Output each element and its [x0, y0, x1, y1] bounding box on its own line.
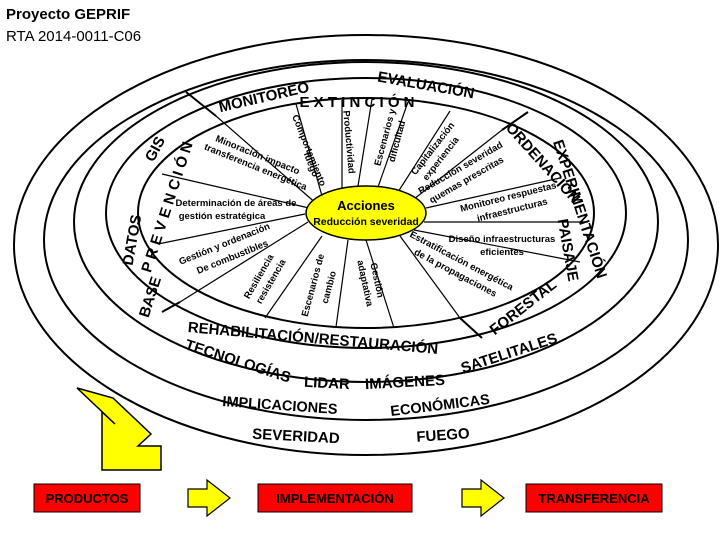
segment-diseno-2: eficientes: [480, 247, 524, 258]
label-experimentacion: EXPERIMENTACIÓN: [549, 137, 611, 280]
center-subtitle: Reducción severidad: [313, 216, 419, 228]
center-title: Acciones: [337, 198, 395, 213]
ring-tecnologias: [73, 61, 659, 383]
arrow-right-icon: [187, 478, 231, 518]
box-transferencia: [525, 483, 663, 513]
ring-severidad: [13, 34, 719, 456]
project-code: RTA 2014-0011-C06: [6, 28, 142, 45]
label-satelitales: SATELITALES: [459, 330, 560, 377]
label-transferencia: TRANSFERENCIA: [538, 491, 650, 506]
divider-line: [161, 301, 181, 313]
segment-escenarios-cambio-2: cambio: [320, 270, 339, 305]
segment-diseno: Diseño infraestructuras: [449, 234, 556, 245]
box-productos: [33, 483, 141, 513]
segment-productividad: Productividad: [340, 110, 356, 174]
label-productos: PRODUCTOS: [46, 491, 129, 506]
label-extincion: E X T I N C I Ó N: [299, 93, 414, 111]
segment-comportamiento-2: fuego: [301, 151, 321, 179]
label-imagenes: IMÁGENES: [365, 372, 446, 393]
divider-line: [185, 91, 217, 117]
label-fuego: FUEGO: [416, 425, 471, 446]
divider-line: [501, 111, 529, 131]
segment-determinacion: Determinación de áreas de: [176, 198, 297, 209]
ring-segments: [137, 97, 595, 329]
spokes: [157, 98, 588, 329]
label-base: BASE: [136, 275, 165, 320]
arrow-down-left-icon: [76, 387, 162, 471]
label-lidar: LIDAR: [304, 374, 351, 393]
label-severidad: SEVERIDAD: [252, 426, 340, 448]
label-tecnologias: TECNOLOGÍAS: [183, 336, 293, 386]
center-acciones: [305, 185, 427, 241]
arrow-right-icon: [461, 478, 505, 518]
ring-implicaciones: [43, 59, 689, 421]
label-implementacion: IMPLEMENTACIÓN: [276, 491, 393, 506]
box-implementacion: [257, 483, 413, 513]
project-title: Proyecto GEPRIF: [6, 6, 131, 23]
divider-line: [459, 317, 483, 339]
ring-acciones: [105, 77, 627, 349]
segment-determinacion-2: gestión estratégica: [179, 211, 266, 222]
